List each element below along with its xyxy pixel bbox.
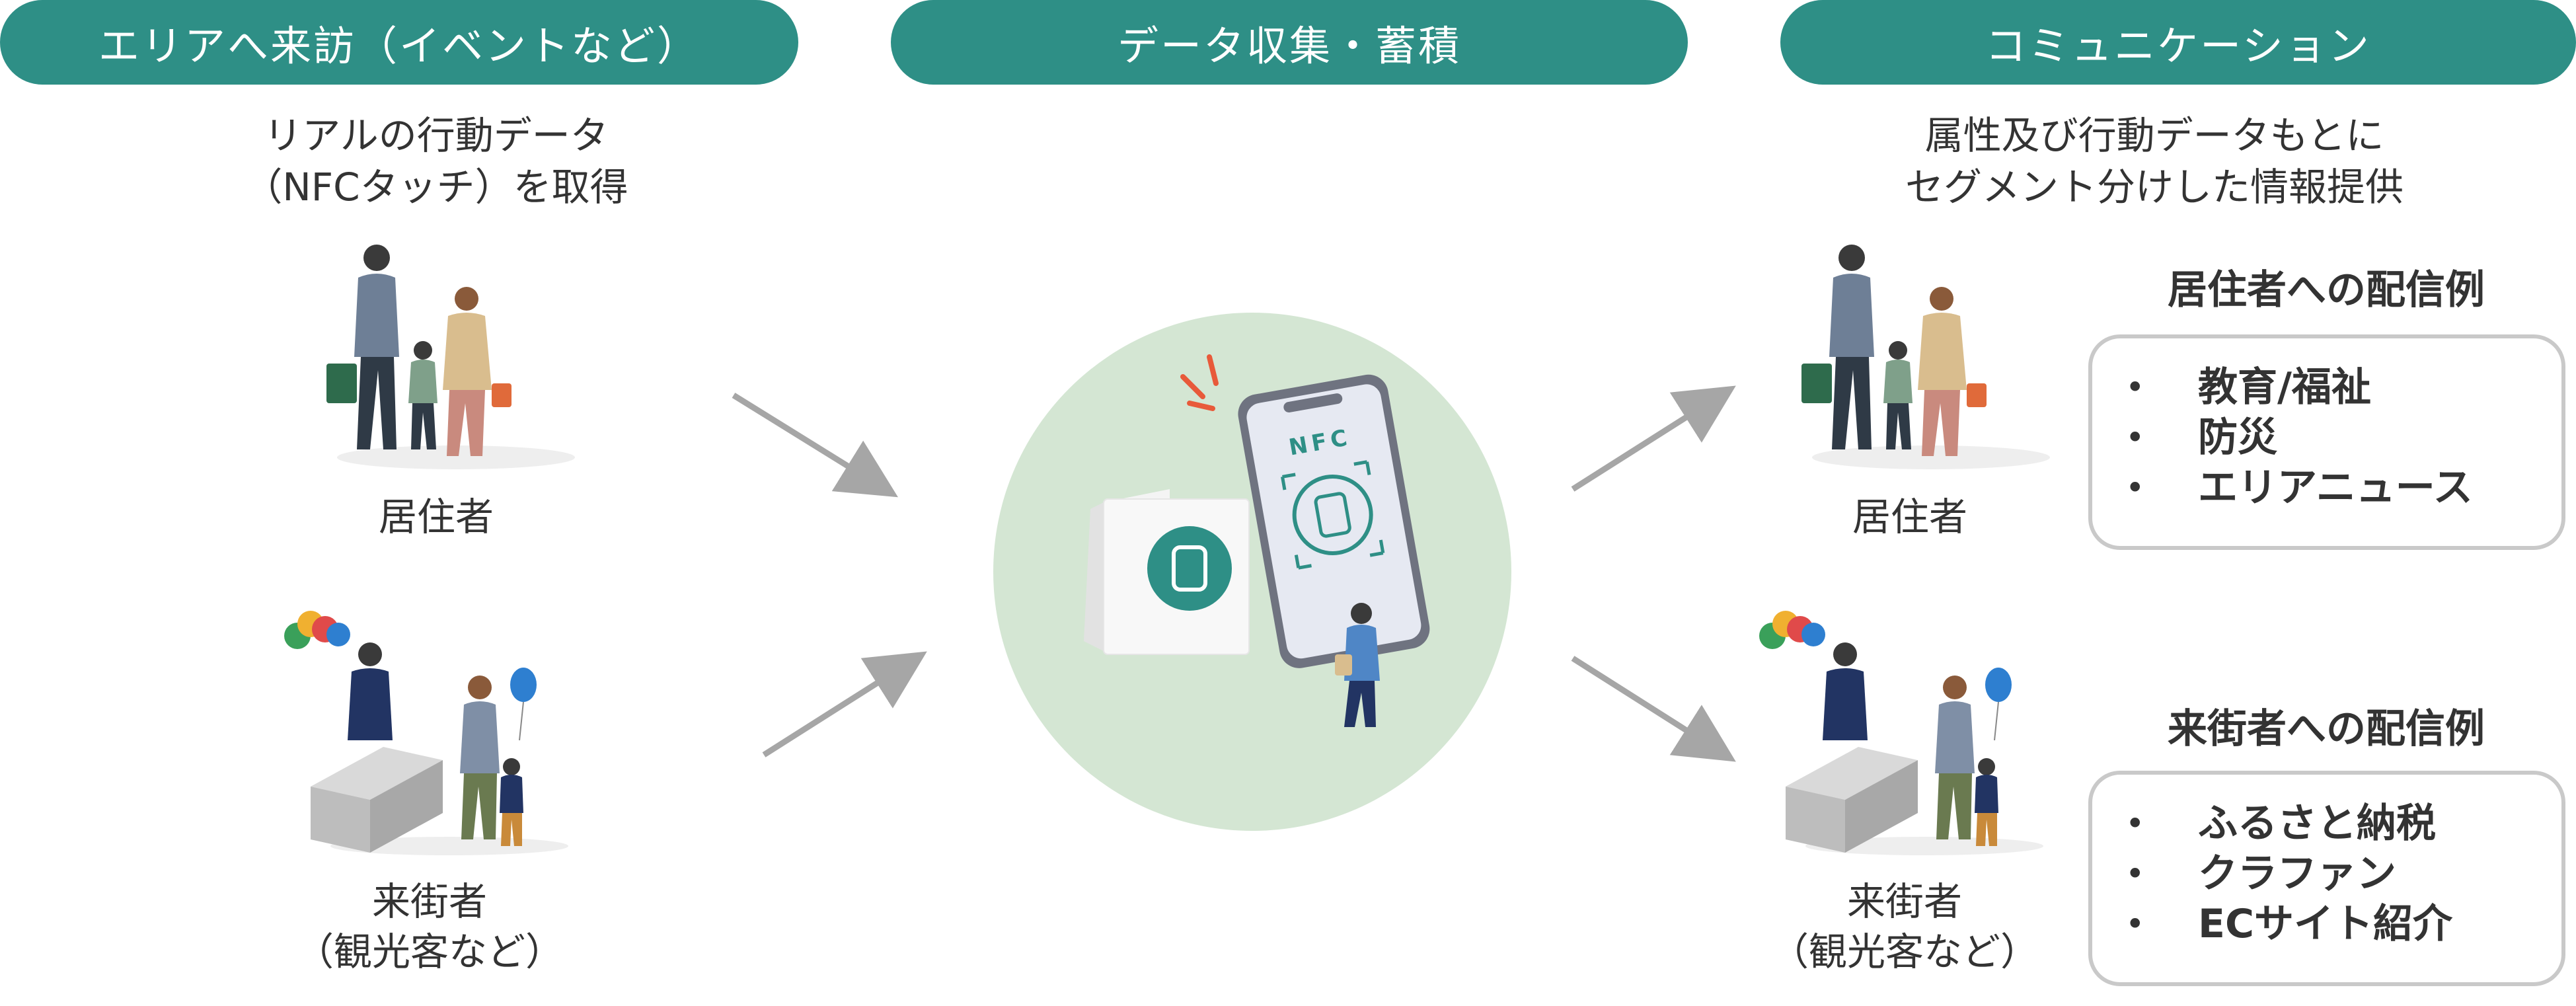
bullet-icon: •	[2125, 418, 2145, 457]
family-illustration	[1801, 245, 2050, 469]
list-item: • ふるさと納税	[2125, 798, 2561, 849]
list-item: • 教育/福祉	[2125, 362, 2561, 412]
nfc-phone-illustration: NFC	[993, 313, 1511, 831]
step-pill-communication: コミュニケーション	[1780, 0, 2576, 85]
resident-box-title: 居住者への配信例	[2168, 267, 2485, 313]
list-item-text: ふるさと納税	[2198, 800, 2436, 847]
visitor-label-line: 来街者	[371, 879, 487, 924]
visitor-delivery-box: • ふるさと納税 • クラファン • ECサイト紹介	[2088, 771, 2565, 986]
arrow-icon	[732, 393, 898, 498]
bullet-icon: •	[2125, 469, 2145, 507]
list-item-text: エリアニュース	[2198, 465, 2473, 511]
visitor-delivery-list: • ふるさと納税 • クラファン • ECサイト紹介	[2125, 798, 2561, 949]
left-caption: リアルの行動データ （NFCタッチ）を取得	[106, 110, 767, 213]
visitor-label-line: （観光客など）	[295, 929, 564, 974]
arrow-icon	[1571, 385, 1736, 492]
caption-line: リアルの行動データ	[264, 113, 609, 158]
bullet-icon: •	[2125, 368, 2145, 406]
list-item: • ECサイト紹介	[2125, 899, 2561, 949]
list-item-text: ECサイト紹介	[2198, 901, 2453, 947]
list-item-text: クラファン	[2198, 851, 2396, 897]
step-pill-data: データ収集・蓄積	[891, 0, 1688, 85]
list-item: • クラファン	[2125, 849, 2561, 899]
step-title: コミュニケーション	[1985, 22, 2371, 70]
resident-label-left: 居住者	[378, 494, 494, 539]
list-item: • 防災	[2125, 412, 2561, 463]
arrow-icon	[1571, 656, 1736, 762]
step-title: データ収集・蓄積	[1117, 22, 1461, 70]
event-booth-illustration	[1759, 611, 2043, 855]
visitor-label-right: 来街者 （観光客など）	[1766, 876, 2043, 977]
list-item-text: 教育/福祉	[2198, 364, 2371, 410]
caption-line: 属性及び行動データもとに	[1924, 113, 2384, 158]
visitor-label-line: 来街者	[1846, 879, 1962, 924]
caption-line: （NFCタッチ）を取得	[244, 165, 628, 210]
bullet-icon: •	[2125, 804, 2145, 843]
step-title: エリアへ来訪（イベントなど）	[98, 22, 700, 70]
step-pill-visit: エリアへ来訪（イベントなど）	[0, 0, 798, 85]
list-item-text: 防災	[2198, 414, 2277, 461]
family-illustration	[326, 245, 575, 469]
caption-line: セグメント分けした情報提供	[1905, 165, 2404, 210]
resident-delivery-list: • 教育/福祉 • 防災 • エリアニュース	[2125, 362, 2561, 513]
right-caption: 属性及び行動データもとに セグメント分けした情報提供	[1811, 110, 2498, 213]
visitor-label-left: 来街者 （観光客など）	[291, 876, 568, 977]
bullet-icon: •	[2125, 905, 2145, 943]
bullet-icon: •	[2125, 855, 2145, 893]
list-item: • エリアニュース	[2125, 463, 2561, 513]
resident-label-right: 居住者	[1852, 494, 1967, 539]
resident-delivery-box: • 教育/福祉 • 防災 • エリアニュース	[2088, 334, 2565, 550]
visitor-label-line: （観光客など）	[1770, 929, 2039, 974]
event-booth-illustration	[284, 611, 568, 855]
visitor-box-title: 来街者への配信例	[2168, 706, 2485, 752]
arrow-icon	[762, 651, 927, 757]
